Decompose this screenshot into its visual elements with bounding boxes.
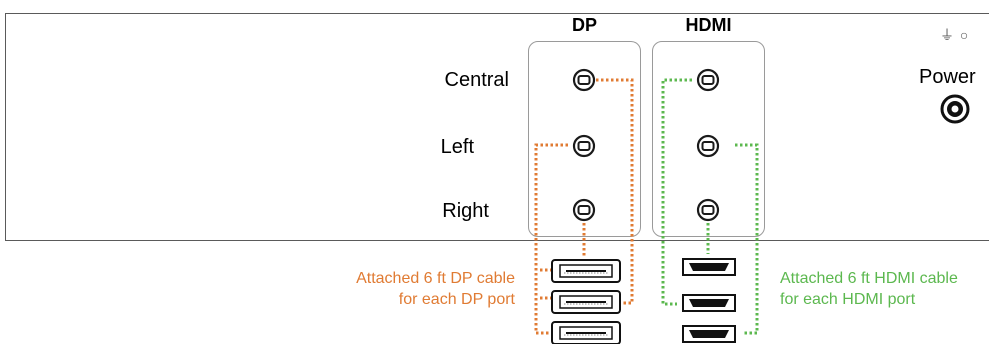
row-label-left: Left (440, 136, 474, 158)
row-label-right: Right (442, 200, 489, 222)
displayport-plug-icon (551, 290, 621, 314)
hdmi-plug-icon (682, 258, 736, 276)
device-rear-panel (5, 13, 989, 241)
dp-group-title: DP (571, 15, 597, 35)
power-label: Power (919, 66, 976, 88)
port-sockets (572, 68, 720, 222)
port-socket-icon (572, 134, 596, 158)
hdmi-cable-lines (661, 78, 759, 335)
hdmi-caption-line2: for each HDMI port (780, 291, 916, 308)
dp-caption-line2: for each DP port (398, 291, 515, 308)
port-socket-icon (696, 134, 720, 158)
hdmi-caption-line1: Attached 6 ft HDMI cable (780, 270, 958, 287)
port-socket-icon (696, 198, 720, 222)
dp-caption-line1: Attached 6 ft DP cable (356, 270, 515, 287)
hdmi-cable-caption: Attached 6 ft HDMI cable for each HDMI p… (780, 268, 989, 310)
port-socket-icon (572, 198, 596, 222)
dp-port-group (528, 41, 641, 237)
dp-cable-lines (534, 78, 634, 335)
hdmi-cable-left (735, 143, 759, 335)
dp-plugs (551, 259, 621, 344)
dp-cable-left (534, 143, 568, 335)
dp-cable-caption: Attached 6 ft DP cable for each DP port (240, 268, 515, 310)
port-socket-icon (572, 68, 596, 92)
dp-cable-central (596, 78, 634, 305)
hdmi-plug-icon (682, 294, 736, 312)
power-jack-icon (940, 94, 970, 124)
ground-symbol: ⏚ ○ (940, 27, 970, 43)
hdmi-group-title: HDMI (685, 15, 732, 35)
hdmi-port-group (652, 41, 765, 237)
displayport-plug-icon (551, 321, 621, 344)
hdmi-plugs (682, 258, 736, 343)
displayport-plug-icon (551, 259, 621, 283)
hdmi-plug-icon (682, 325, 736, 343)
hdmi-cable-central (661, 78, 692, 306)
row-label-central: Central (444, 69, 509, 91)
port-socket-icon (696, 68, 720, 92)
